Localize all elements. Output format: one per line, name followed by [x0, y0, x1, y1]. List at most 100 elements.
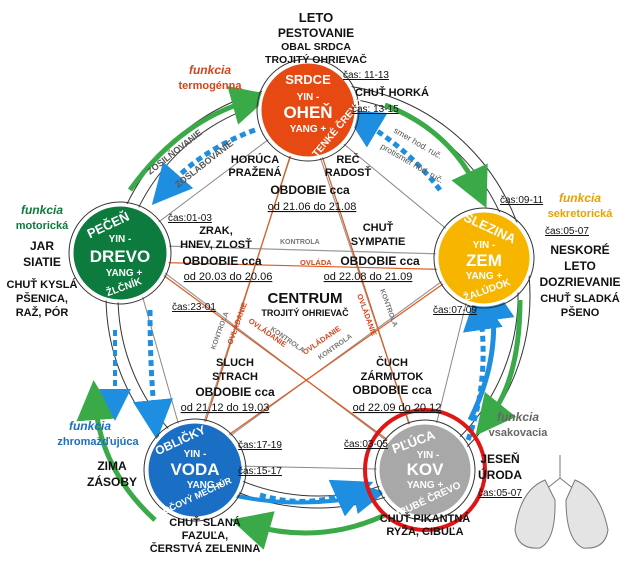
- metal-element: KOV: [407, 460, 445, 479]
- wood-func-label: funkcia: [21, 203, 63, 217]
- earth-time-c: čas:07-09: [433, 305, 477, 316]
- wood-season: JAR: [30, 239, 54, 253]
- wood-node: PEČEŇ YIN - DREVO YANG + ŽLČNÍK: [68, 201, 172, 305]
- earth-yang: YANG +: [466, 271, 503, 282]
- fire-emotion-2: REČ: [336, 153, 359, 166]
- water-node: OBLIČKY YIN - VODA YANG + MOČOVÝ MECHÚR: [143, 418, 247, 522]
- earth-period-title: OBDOBIE cca: [340, 254, 420, 268]
- earth-season-2: LETO: [564, 259, 596, 273]
- wood-yang: YANG +: [106, 268, 143, 279]
- wood-taste: CHUŤ KYSLÁ: [7, 278, 78, 291]
- fire-yin: YIN -: [297, 92, 320, 103]
- wood-period: od 20.03 do 20.06: [184, 271, 273, 283]
- fire-activity: PESTOVANIE: [278, 26, 354, 40]
- overcontrol-label-4: OVLÁDANIE: [355, 293, 379, 338]
- fire-period-title: OBDOBIE cca: [270, 183, 350, 197]
- metal-food: RYŽA, CIBUĽA: [386, 525, 463, 538]
- water-yang: YANG +: [187, 480, 224, 491]
- wood-yin: YIN -: [109, 234, 132, 245]
- metal-activity: ÚRODA: [478, 467, 522, 482]
- earth-emotion-2: SYMPATIE: [351, 236, 406, 248]
- metal-func-name: vsakovacia: [489, 427, 549, 439]
- metal-season: JESEŇ: [480, 451, 519, 466]
- wood-emotion-1: ZRAK,: [199, 225, 233, 237]
- overcontrol-lines: [134, 120, 471, 461]
- flow-arrows: [99, 280, 515, 514]
- wood-time-a: čas:01-03: [168, 213, 212, 224]
- metal-emotion-1: ČUCH: [376, 356, 408, 369]
- water-activity: ZÁSOBY: [87, 474, 137, 489]
- wood-food-1: PŠENICA,: [16, 292, 68, 305]
- earth-func-name: sekretorická: [548, 208, 614, 220]
- wood-element: DREVO: [90, 247, 150, 266]
- water-time-b: čas:15-17: [238, 466, 282, 477]
- metal-func-label: funkcia: [497, 410, 539, 424]
- water-time-a: čas:17-19: [238, 440, 282, 451]
- wood-food-2: RAŽ, PÓR: [16, 306, 69, 319]
- fire-time-a: čas: 11-13: [343, 70, 389, 81]
- metal-period-title: OBDOBIE cca: [352, 383, 432, 397]
- water-food-1: FAZUĽA,: [182, 530, 228, 542]
- fire-yang: YANG +: [290, 124, 327, 135]
- fire-taste: CHUŤ HORKÁ: [355, 86, 429, 99]
- earth-emotion-1: CHUŤ: [363, 221, 394, 234]
- fire-organ-extra: OBAL SRDCA: [281, 41, 351, 53]
- water-taste: CHUŤ SLANÁ: [169, 516, 241, 529]
- fire-emotion-1: HORÚCA: [231, 153, 279, 166]
- metal-yin: YIN -: [417, 450, 440, 461]
- metal-taste: CHUŤ PIKANTNÁ: [380, 512, 470, 525]
- metal-time-b: čas:05-07: [478, 488, 522, 499]
- fire-emotion-1b: PRAŽENÁ: [228, 166, 281, 179]
- earth-season-1: NESKORÉ: [550, 242, 609, 257]
- fire-season: LETO: [299, 10, 333, 25]
- wood-period-title: OBDOBIE cca: [182, 254, 262, 268]
- earth-time-a: čas:09-11: [500, 195, 544, 206]
- domination-label: OVLÁDA: [300, 258, 332, 267]
- earth-yin: YIN -: [473, 240, 496, 251]
- highlight-ring: [363, 408, 487, 532]
- earth-taste: CHUŤ SLADKÁ: [540, 292, 619, 305]
- lungs-icon: [514, 455, 609, 549]
- water-func-label: funkcia: [69, 419, 111, 433]
- wood-func-name: motorická: [16, 220, 69, 232]
- weakening-arrows: [133, 109, 503, 517]
- water-func-name: zhromažďujúca: [57, 436, 139, 448]
- earth-func-label: funkcia: [559, 191, 601, 205]
- water-emotion-1: SLUCH: [216, 357, 254, 369]
- fire-element: OHEŇ: [283, 103, 332, 122]
- center-title: CENTRUM: [268, 290, 343, 307]
- strengthening-arrows: [76, 86, 523, 550]
- metal-node: PĽÚCA YIN - KOV YANG + HRUBÉ ČREVO: [374, 419, 476, 521]
- earth-period: od 22.08 do 21.09: [324, 271, 413, 283]
- fire-organ-extra-2: TROJITÝ OHRIEVAČ: [265, 53, 367, 66]
- metal-time-a: čas:03-05: [344, 439, 388, 450]
- earth-element: ZEM: [466, 251, 502, 270]
- fire-func-label: funkcia: [189, 63, 231, 77]
- fire-organ: SRDCE: [285, 72, 331, 87]
- earth-node: SLEZINA YIN - ZEM YANG + ŽALÚDOK: [433, 207, 535, 309]
- wood-emotion-2: HNEV, ZLOSŤ: [180, 238, 252, 251]
- water-period: od 21.12 do 19.03: [181, 402, 270, 414]
- earth-food: PŠENO: [561, 306, 600, 319]
- fire-emotion-2b: RADOSŤ: [325, 166, 372, 179]
- fire-time-b: čas: 13-15: [352, 104, 399, 115]
- wood-time-b: čas:23-01: [172, 302, 216, 313]
- earth-time-b: čas:05-07: [545, 226, 589, 237]
- water-element: VODA: [170, 460, 219, 479]
- earth-activity: DOZRIEVANIE: [539, 275, 620, 289]
- control-label-1: KONTROLA: [280, 239, 320, 246]
- water-food-2: ČERSTVÁ ZELENINA: [150, 542, 261, 555]
- center-subtitle: TROJITÝ OHRIEVAČ: [261, 307, 349, 318]
- water-season: ZIMA: [97, 459, 127, 473]
- water-emotion-2: STRACH: [212, 371, 258, 383]
- fire-func-name: termogénna: [179, 80, 243, 92]
- water-yin: YIN -: [184, 449, 207, 460]
- water-period-title: OBDOBIE cca: [195, 385, 275, 399]
- fire-node: SRDCE YIN - OHEŇ YANG + TENKÉ ČREVO: [256, 58, 366, 162]
- metal-period: od 22.09 do 20.12: [353, 402, 442, 414]
- wood-activity: SIATIE: [23, 255, 61, 269]
- fire-period: od 21.06 do 21.08: [268, 201, 357, 213]
- metal-yang: YANG +: [407, 480, 444, 491]
